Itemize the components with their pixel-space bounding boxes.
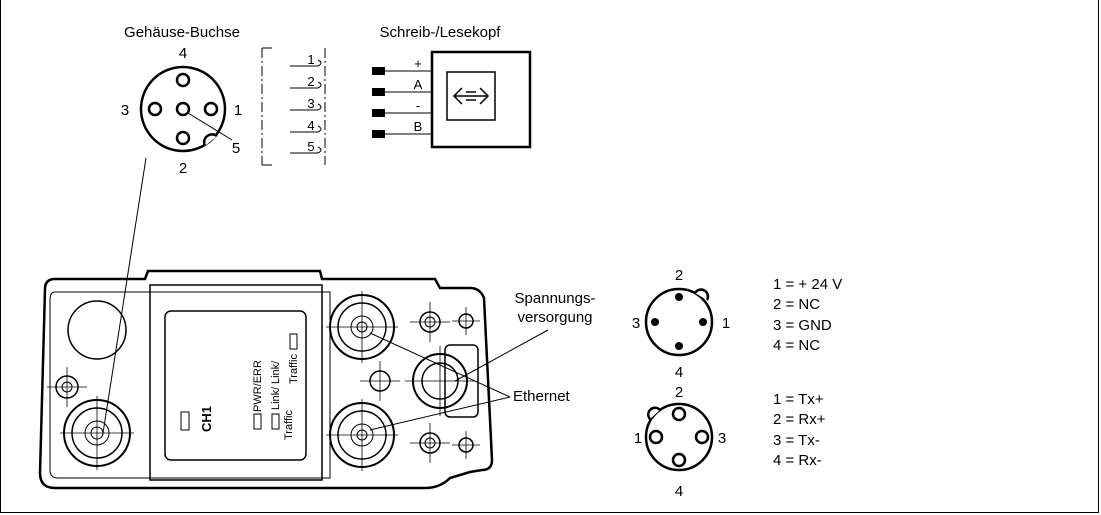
socket-label-4: 4	[179, 45, 187, 62]
callout-power-line1: Spannungs-	[515, 290, 596, 307]
power-legend-1: 1 = + 24 V	[773, 276, 842, 293]
eth-legend-3: 3 = Tx-	[773, 432, 820, 449]
led-label-panel	[164, 310, 307, 461]
mounting-hole-top-right	[410, 302, 450, 342]
power-pin-4	[675, 342, 683, 350]
eth-pin-label-3: 3	[718, 430, 726, 447]
callout-ethernet: Ethernet	[513, 388, 571, 405]
socket-pin-3	[147, 101, 163, 117]
rw-head-connector	[60, 396, 134, 470]
eth-legend-1: 1 = Tx+	[773, 391, 824, 408]
mounting-hole-left	[47, 367, 87, 407]
mounting-hole-mid	[360, 361, 400, 401]
eth-pin-label-4: 4	[675, 483, 683, 500]
eth-pin-1	[648, 429, 664, 445]
led-pwr-err	[253, 413, 262, 430]
led-link-bottom-label-1: Link/	[270, 386, 282, 410]
power-pinout: 2 3 1 4 1 = + 24 V 2 = NC 3 = GND 4 = NC	[632, 267, 842, 381]
ethernet-connector-bottom	[326, 399, 398, 471]
socket-label-3: 3	[121, 102, 129, 119]
rw-head-title: Schreib-/Lesekopf	[380, 24, 502, 41]
led-link-traffic-top	[289, 333, 298, 350]
ethernet-pinout: 2 1 3 4 1 = Tx+ 2 = Rx+ 3 = Tx- 4 = Rx-	[634, 384, 826, 500]
led-link-traffic-bottom	[271, 413, 280, 430]
rw-terminal-b: B	[414, 119, 423, 134]
socket-pin-4	[175, 72, 191, 88]
power-legend-3: 3 = GND	[773, 317, 832, 334]
wire-label-4: 4	[307, 118, 314, 133]
device-housing: CH1 PWR/ERR Link/ Traffic Link/ Traffic	[38, 269, 494, 490]
wire-label-5: 5	[307, 139, 314, 154]
socket-label-1: 1	[234, 102, 242, 119]
led-link-top-label-1: Link/	[270, 360, 282, 384]
power-legend-2: 2 = NC	[773, 296, 820, 313]
wire-label-1: 1	[307, 52, 314, 67]
eth-pin-label-2: 2	[675, 384, 683, 401]
rw-terminal-plus: +	[414, 56, 422, 71]
housing-socket-title: Gehäuse-Buchse	[124, 24, 240, 41]
wire-label-3: 3	[307, 96, 314, 111]
channel-label: CH1	[199, 406, 214, 432]
led-pwr-err-label: PWR/ERR	[252, 360, 264, 412]
rw-terminal-minus: -	[416, 98, 420, 113]
led-link-bottom-label-2: Traffic	[283, 410, 295, 440]
power-pin-label-4: 4	[675, 364, 683, 381]
callout-power-line2: versorgung	[517, 309, 592, 326]
power-pin-label-2: 2	[675, 267, 683, 284]
power-pin-3	[651, 318, 659, 326]
double-arrow-icon	[452, 87, 490, 105]
eth-pin-4	[671, 452, 687, 468]
eth-pin-3	[694, 429, 710, 445]
socket-label-2: 2	[179, 160, 187, 177]
power-connector	[405, 344, 479, 418]
power-legend-4: 4 = NC	[773, 337, 820, 354]
power-pin-label-1: 1	[722, 315, 730, 332]
wire-label-2: 2	[307, 74, 314, 89]
rw-terminal-a: A	[414, 77, 423, 92]
ethernet-connector-top	[326, 291, 398, 363]
eth-legend-2: 2 = Rx+	[773, 411, 826, 428]
power-pin-2	[675, 293, 683, 301]
mounting-hole-bottom-right	[410, 423, 450, 463]
power-pin-1	[699, 318, 707, 326]
housing-socket: Gehäuse-Buchse 4 3 1 5 2	[121, 24, 242, 177]
wiring-block: 1 2 3 4 5	[261, 47, 326, 166]
socket-pin-2	[175, 130, 191, 146]
tab-hole-top	[452, 307, 480, 335]
tab-hole-bottom	[452, 431, 480, 459]
socket-pin-5	[175, 101, 191, 117]
eth-pin-label-1: 1	[634, 430, 642, 447]
power-pin-label-3: 3	[632, 315, 640, 332]
socket-pin-1	[203, 101, 219, 117]
callouts: Spannungs- versorgung Ethernet	[369, 290, 596, 431]
led-link-top-label-2: Traffic	[288, 354, 300, 384]
led-ch1	[180, 411, 190, 431]
socket-label-5: 5	[232, 140, 240, 157]
rw-head: Schreib-/Lesekopf + A - B	[372, 24, 532, 149]
eth-legend-4: 4 = Rx-	[773, 452, 822, 469]
eth-pin-2	[671, 406, 687, 422]
